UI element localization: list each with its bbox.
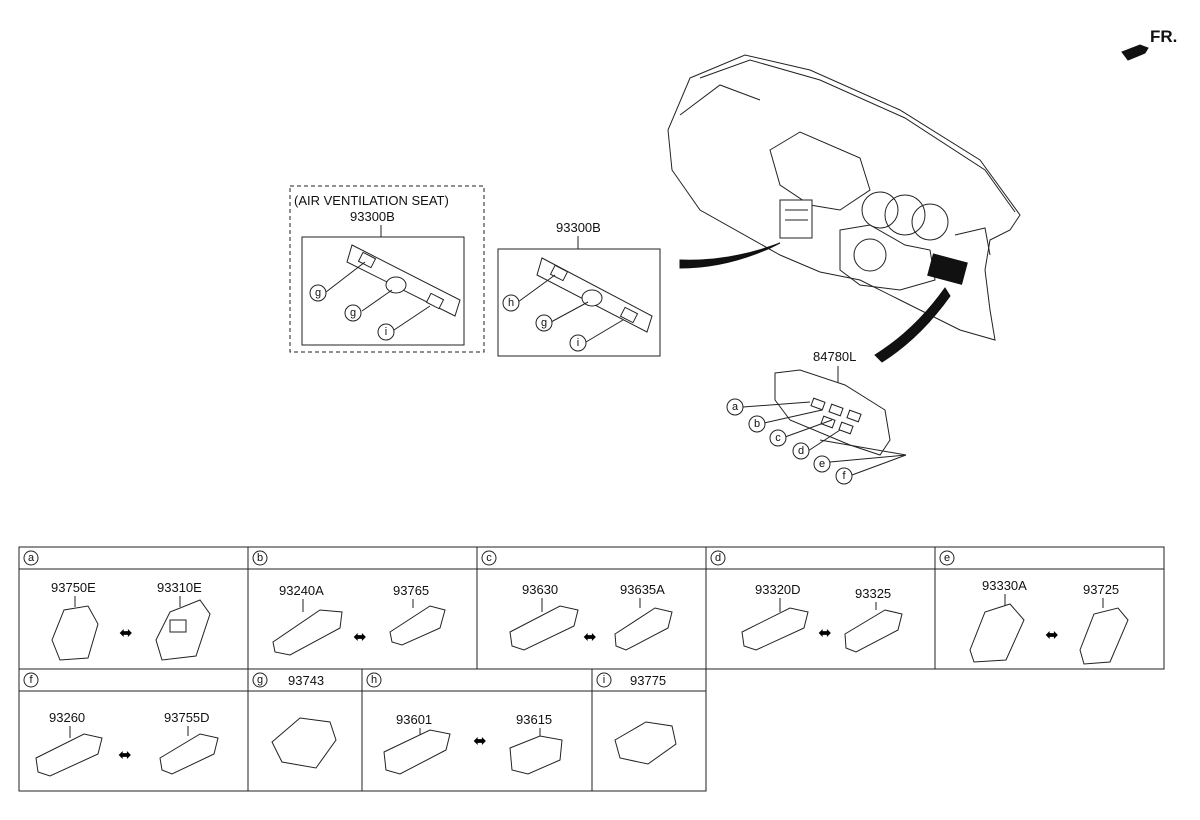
std-part-number: 93300B: [556, 220, 601, 235]
svg-text:c: c: [775, 432, 781, 444]
svg-text:g: g: [257, 674, 263, 686]
part-number: 93330A: [982, 578, 1027, 593]
svg-text:i: i: [577, 337, 579, 349]
air-ventilation-seat-group: (AIR VENTILATION SEAT) 93300B g g i: [289, 185, 485, 353]
svg-text:a: a: [28, 552, 35, 564]
parts-table-row-2: f 93260 93755D ⬌ g 93743 h 93601 93615 ⬌…: [18, 668, 707, 792]
svg-text:h: h: [508, 297, 514, 309]
svg-text:i: i: [603, 674, 605, 686]
callout-a: [726, 398, 744, 416]
console-part-number: 84780L: [813, 349, 856, 364]
callout-g-1: [309, 284, 327, 302]
part-number: 93240A: [279, 583, 324, 598]
console-switch-panel: 84780L a b c d e f: [726, 349, 907, 485]
part-number: 93743: [288, 673, 324, 688]
table-cell-f: f 93260 93755D ⬌: [23, 672, 219, 777]
svg-text:h: h: [371, 674, 377, 686]
table-cell-d: d 93320D 93325 ⬌: [710, 550, 903, 653]
interchange-arrow-icon: ⬌: [118, 747, 131, 764]
part-number: 93601: [396, 712, 432, 727]
table-cell-e: e 93330A 93725 ⬌: [939, 550, 1129, 665]
svg-text:d: d: [715, 552, 721, 564]
interchange-arrow-icon: ⬌: [353, 629, 366, 646]
svg-text:i: i: [385, 326, 387, 338]
part-number: 93325: [855, 586, 891, 601]
part-number: 93320D: [755, 582, 801, 597]
leader-arrow-right: [874, 287, 951, 363]
callout-b: [748, 415, 766, 433]
table-cell-h: h 93601 93615 ⬌: [366, 672, 563, 775]
interchange-arrow-icon: ⬌: [583, 629, 596, 646]
av-seat-title: (AIR VENTILATION SEAT): [294, 193, 449, 208]
svg-text:b: b: [257, 552, 263, 564]
svg-text:c: c: [486, 552, 492, 564]
svg-text:d: d: [798, 445, 804, 457]
switch-panel-location: [927, 253, 968, 285]
table-cell-g: g 93743: [252, 672, 337, 769]
table-cell-i: i 93775: [596, 672, 677, 765]
front-direction-indicator: FR.: [1121, 27, 1177, 61]
table-cell-c: c 93630 93635A ⬌: [481, 550, 673, 651]
callout-i-2: [569, 334, 587, 352]
interchange-arrow-icon: ⬌: [1045, 627, 1058, 644]
part-number: 93260: [49, 710, 85, 725]
front-label: FR.: [1150, 27, 1177, 46]
leader-arrow-left: [679, 242, 781, 269]
parts-table-row-1: a 93750E 93310E ⬌ b 93240A 93765 ⬌ c 936…: [18, 546, 1165, 670]
svg-text:e: e: [944, 552, 950, 564]
svg-text:e: e: [819, 458, 825, 470]
callout-c: [769, 429, 787, 447]
part-number: 93310E: [157, 580, 202, 595]
part-number: 93750E: [51, 580, 96, 595]
callout-e: [813, 455, 831, 473]
dashboard-illustration: [667, 54, 1021, 363]
interchange-arrow-icon: ⬌: [473, 733, 486, 750]
callout-h: [502, 294, 520, 312]
svg-text:f: f: [29, 674, 33, 686]
interchange-arrow-icon: ⬌: [119, 625, 132, 642]
callout-f: [835, 467, 853, 485]
table-cell-a: a 93750E 93310E ⬌: [23, 550, 211, 661]
head-unit: [779, 199, 813, 239]
callout-g-3: [535, 314, 553, 332]
av-seat-part-number: 93300B: [350, 209, 395, 224]
av-seat-frame: [301, 236, 465, 346]
part-number: 93755D: [164, 710, 210, 725]
part-number: 93635A: [620, 582, 665, 597]
std-frame: [497, 248, 661, 357]
svg-text:f: f: [842, 470, 846, 482]
svg-text:g: g: [541, 317, 547, 329]
callout-i-1: [377, 323, 395, 341]
part-number: 93775: [630, 673, 666, 688]
arrow-icon: [1121, 44, 1149, 61]
svg-text:b: b: [754, 418, 760, 430]
table-cell-b: b 93240A 93765 ⬌: [252, 550, 446, 656]
callout-d: [792, 442, 810, 460]
dashed-option-frame: [289, 185, 485, 353]
part-number: 93615: [516, 712, 552, 727]
part-number: 93725: [1083, 582, 1119, 597]
standard-switch-group: 93300B h g i: [497, 220, 661, 357]
svg-text:g: g: [315, 287, 321, 299]
svg-text:g: g: [350, 307, 356, 319]
svg-text:a: a: [732, 401, 739, 413]
part-number: 93630: [522, 582, 558, 597]
part-number: 93765: [393, 583, 429, 598]
callout-g-2: [344, 304, 362, 322]
interchange-arrow-icon: ⬌: [818, 625, 831, 642]
